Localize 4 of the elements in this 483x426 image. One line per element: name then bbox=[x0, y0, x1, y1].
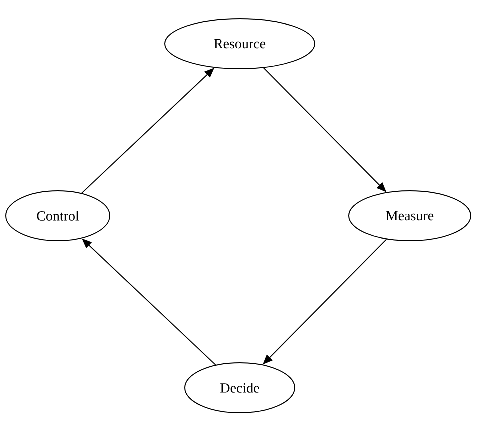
ellipse-node: Resource bbox=[164, 18, 316, 70]
ellipse-node: Control bbox=[6, 190, 110, 242]
ellipse-node: Decide bbox=[184, 362, 296, 414]
ellipse-node: Measure bbox=[348, 190, 472, 242]
